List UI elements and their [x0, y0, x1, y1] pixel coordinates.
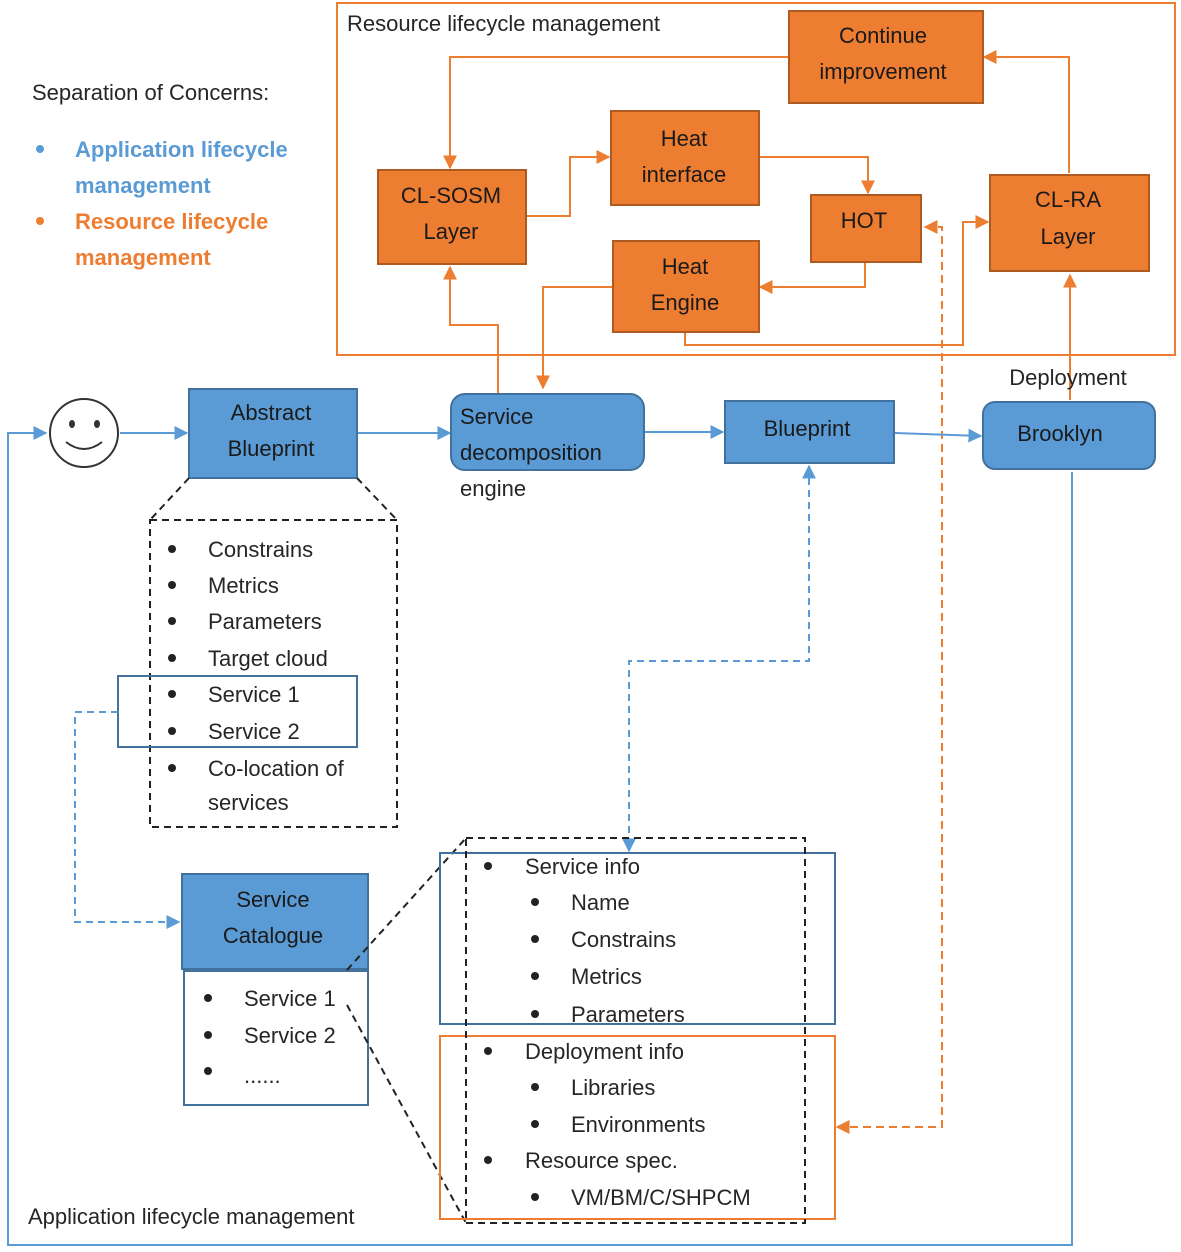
service-details-dashed-box: [465, 837, 806, 1224]
cl-ra-layer-node: [989, 174, 1150, 272]
legend-res-line1: Resource lifecycle: [75, 209, 268, 234]
service-details-list: Service info Name Constrains Metrics Par…: [484, 854, 751, 1210]
blueprint-details-list: Constrains Metrics Parameters Target clo…: [168, 537, 345, 815]
app-lifecycle-loop-line: [7, 426, 1073, 1246]
arrow-hot-to-heat-engine: [758, 263, 866, 294]
cl-ra-line2: Layer: [1040, 224, 1095, 249]
legend-orange-bullet: [36, 217, 44, 225]
continue-line2: improvement: [819, 59, 946, 84]
service-decomposition-engine-node: [450, 393, 645, 471]
deployment-info-box: [439, 1035, 836, 1220]
heat-engine-line2: Engine: [651, 290, 720, 315]
arrow-blueprint-to-brooklyn: [894, 428, 983, 443]
arrow-heat-interface-to-hot: [760, 156, 875, 195]
resource-spec-heading: Resource spec.: [525, 1148, 678, 1173]
zoom-line-left: [149, 477, 190, 521]
zoom-line-service-bottom: [346, 1004, 467, 1224]
arrow-heat-engine-to-decomp: [536, 286, 612, 390]
resource-region-label: Resource lifecycle management: [347, 11, 660, 36]
legend-app-line2: management: [75, 173, 211, 198]
continue-line1: Continue: [839, 23, 927, 48]
blueprint-label: Blueprint: [764, 416, 851, 441]
app-region-label: Application lifecycle management: [28, 1204, 355, 1229]
arrow-decomp-to-clsosm: [443, 265, 499, 393]
deployment-info-item: Libraries: [571, 1075, 655, 1100]
heat-interface-node: [610, 110, 760, 206]
resource-lifecycle-region: [336, 2, 1176, 356]
hot-label: HOT: [841, 208, 887, 233]
catalogue-line1: Service: [236, 887, 309, 912]
detail-item: Parameters: [208, 609, 322, 634]
legend-res-line2: management: [75, 245, 211, 270]
catalogue-line2: Catalogue: [223, 923, 323, 948]
abstract-blueprint-line1: Abstract: [231, 400, 312, 425]
brooklyn-label: Brooklyn: [1017, 421, 1103, 446]
catalogue-item: Service 2: [244, 1023, 336, 1048]
user-smiley-icon: [49, 398, 119, 468]
detail-item: Service 1: [208, 682, 300, 707]
arrow-clra-to-continue: [982, 50, 1070, 173]
decomp-line2: decomposition: [460, 440, 602, 465]
service-info-item: Metrics: [571, 964, 642, 989]
zoom-line-right: [356, 477, 398, 521]
detail-item: Co-location of: [208, 756, 345, 781]
service-info-box: [439, 852, 836, 1025]
dashed-services-to-catalogue: [74, 711, 181, 929]
legend-blue-bullet: [36, 145, 44, 153]
decomp-line3: engine: [460, 476, 526, 501]
blueprint-details-box: [149, 519, 398, 828]
cl-sosm-layer-node: [377, 169, 527, 265]
hot-node: [810, 194, 922, 263]
decomp-line1: Service: [460, 404, 533, 429]
service-info-item: Name: [571, 890, 630, 915]
catalogue-items-list: Service 1 Service 2 ......: [204, 986, 336, 1088]
detail-item: Target cloud: [208, 646, 328, 671]
continue-improvement-node: [788, 10, 984, 104]
resource-spec-item: VM/BM/C/SHPCM: [571, 1185, 751, 1210]
catalogue-item: ......: [244, 1063, 281, 1088]
cl-sosm-line1: CL-SOSM: [401, 183, 501, 208]
deployment-info-item: Environments: [571, 1112, 706, 1137]
deployment-info-heading: Deployment info: [525, 1039, 684, 1064]
catalogue-items-box: [183, 970, 369, 1106]
blueprint-node: [724, 400, 895, 464]
abstract-blueprint-line2: Blueprint: [228, 436, 315, 461]
service-info-heading: Service info: [525, 854, 640, 879]
cl-ra-line1: CL-RA: [1035, 187, 1101, 212]
detail-item: Service 2: [208, 719, 300, 744]
legend-title: Separation of Concerns:: [32, 80, 269, 105]
arrow-clsosm-to-heat-interface: [527, 150, 611, 217]
service-catalogue-node: [181, 873, 369, 970]
zoom-line-service-top: [346, 837, 467, 971]
service-info-item: Constrains: [571, 927, 676, 952]
arrow-continue-to-clsosm: [443, 56, 788, 170]
catalogue-item: Service 1: [244, 986, 336, 1011]
heat-interface-line1: Heat: [661, 126, 707, 151]
service-info-item: Parameters: [571, 1002, 685, 1027]
abstract-blueprint-node: [188, 388, 358, 479]
heat-engine-line1: Heat: [662, 254, 708, 279]
arrow-heat-engine-to-clra: [684, 215, 990, 346]
detail-item: Constrains: [208, 537, 313, 562]
heat-interface-line2: interface: [642, 162, 726, 187]
heat-engine-node: [612, 240, 760, 333]
brooklyn-node: [982, 401, 1156, 470]
detail-item: Metrics: [208, 573, 279, 598]
detail-item: services: [208, 790, 289, 815]
cl-sosm-line2: Layer: [423, 219, 478, 244]
legend-app-line1: Application lifecycle: [75, 137, 288, 162]
dashed-hot-to-deployment-info: [835, 220, 943, 1134]
deployment-label: Deployment: [1009, 365, 1126, 390]
dashed-blueprint-to-service-info: [622, 464, 816, 853]
